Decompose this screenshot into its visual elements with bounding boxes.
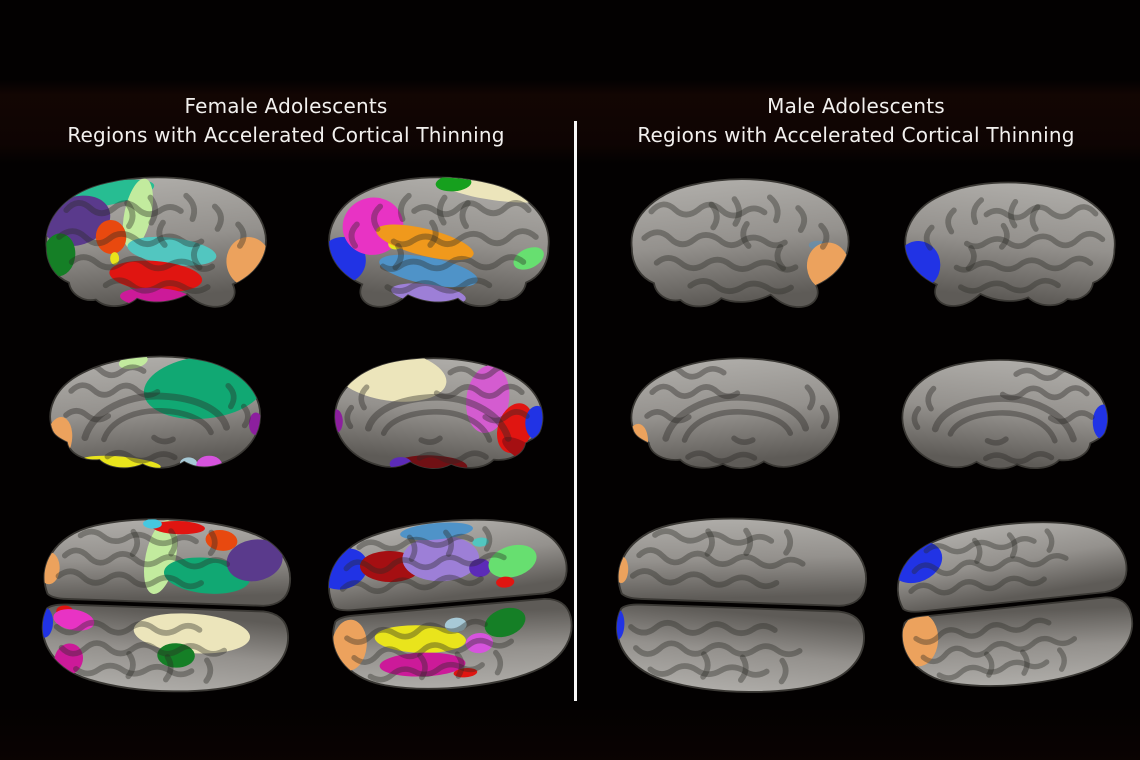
- cortical-region: [110, 252, 120, 265]
- cortical-region: [466, 365, 510, 433]
- cortical-region: [376, 224, 474, 261]
- brain-male-dorsal: [592, 503, 876, 707]
- brain-female-medial-right: [302, 336, 578, 498]
- brain-female-dorsal: [18, 503, 300, 707]
- cortical-region: [389, 457, 412, 469]
- cortical-region: [335, 409, 343, 434]
- cortical-region: [472, 537, 489, 547]
- cortical-region: [133, 613, 251, 654]
- brain-female-ventral: [306, 503, 580, 707]
- cortical-region: [143, 519, 162, 529]
- female-panel-title: Female Adolescents Regions with Accelera…: [0, 92, 572, 150]
- cortical-region: [525, 405, 543, 441]
- male-title-line1: Male Adolescents: [767, 94, 945, 118]
- cortical-region: [1092, 404, 1108, 440]
- cortical-region: [196, 455, 223, 468]
- female-title-line1: Female Adolescents: [184, 94, 388, 118]
- cortical-region: [614, 609, 625, 640]
- male-title-line2: Regions with Accelerated Cortical Thinni…: [637, 123, 1075, 147]
- brain-male-medial-left: [594, 336, 874, 498]
- brain-female-lateral-right: [306, 160, 576, 330]
- brain-female-lateral-left: [12, 160, 296, 330]
- cortical-region: [226, 539, 283, 582]
- cortical-region: [46, 233, 76, 277]
- brain-male-lateral-left: [596, 162, 880, 330]
- female-title-line2: Regions with Accelerated Cortical Thinni…: [67, 123, 505, 147]
- cortical-region: [496, 576, 515, 588]
- cortical-region: [484, 607, 526, 638]
- brain-male-medial-right: [872, 338, 1140, 498]
- male-panel-title: Male Adolescents Regions with Accelerate…: [572, 92, 1140, 150]
- cortical-region: [435, 177, 472, 192]
- cortical-region: [513, 247, 544, 270]
- brain-female-medial-left: [14, 334, 294, 498]
- cortical-region: [152, 520, 205, 535]
- brain-male-ventral: [876, 505, 1140, 705]
- brain-male-lateral-right: [884, 164, 1140, 330]
- panel-divider: [574, 121, 577, 701]
- cortical-region: [40, 607, 54, 638]
- cortical-region: [905, 241, 941, 289]
- cortical-region: [122, 178, 153, 249]
